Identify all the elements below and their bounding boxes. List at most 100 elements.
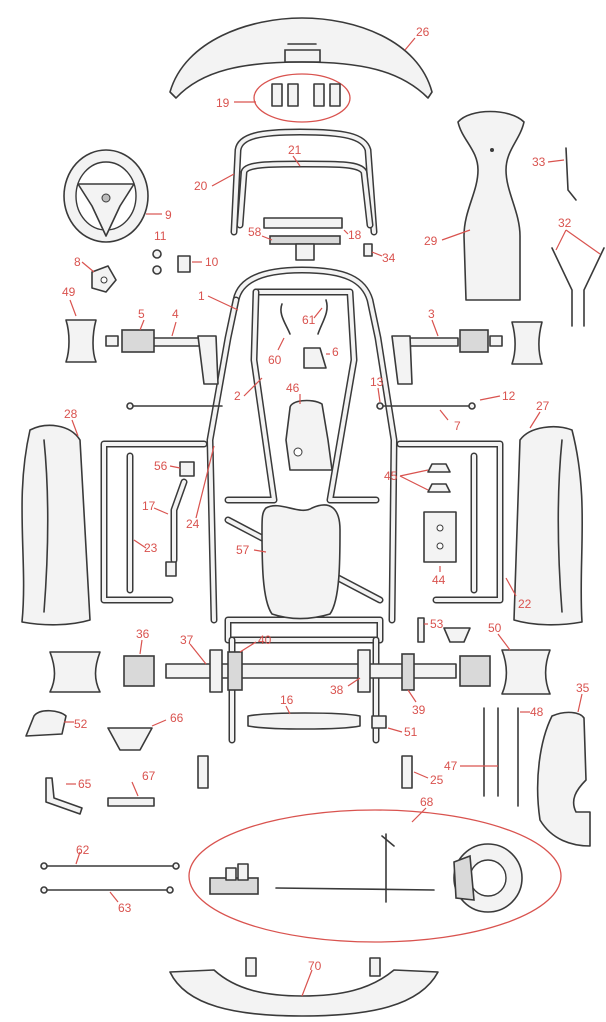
- leader-13: [377, 387, 381, 403]
- leader-23: [133, 539, 147, 549]
- callout-40: 40: [258, 633, 272, 647]
- callout-57: 57: [236, 543, 250, 557]
- leader-28: [71, 419, 79, 437]
- callout-51: 51: [404, 725, 418, 739]
- part-left-spindle: [151, 335, 219, 385]
- callout-32: 32: [558, 216, 572, 230]
- callout-39: 39: [412, 703, 426, 717]
- leader-20: [211, 173, 235, 187]
- callout-26: 26: [416, 25, 430, 39]
- part-stud-left: [197, 755, 209, 789]
- leader-5: [139, 319, 145, 331]
- callout-18: 18: [348, 228, 362, 242]
- callout-29: 29: [424, 234, 438, 248]
- leader-32b: [565, 229, 601, 255]
- part-bearing-center: [357, 649, 371, 693]
- leader-8: [81, 261, 95, 273]
- callout-52: 52: [74, 717, 88, 731]
- callout-58: 58: [248, 225, 262, 239]
- leader-58: [261, 235, 273, 241]
- callout-6: 6: [332, 345, 339, 359]
- leader-2: [243, 377, 263, 397]
- part-rear-wheel-right: [501, 649, 551, 695]
- part-seat: [457, 110, 525, 301]
- part-front-hub-right: [459, 329, 503, 353]
- leader-51: [387, 727, 403, 733]
- part-rear-bumper: [169, 957, 439, 1017]
- part-rear-corner-guard: [536, 711, 591, 847]
- callout-45: 45: [384, 469, 398, 483]
- callout-5: 5: [138, 307, 145, 321]
- leader-22: [505, 577, 517, 597]
- callout-62: 62: [76, 843, 90, 857]
- part-tie-rods: [126, 402, 476, 410]
- part-seat-shell: [261, 504, 341, 620]
- leader-17: [153, 507, 169, 515]
- leader-45b: [399, 475, 429, 491]
- part-master-cylinder: [209, 863, 259, 895]
- part-support-bar: [165, 478, 188, 577]
- part-front-wheel-left: [65, 319, 97, 363]
- callout-37: 37: [180, 633, 194, 647]
- leader-4: [171, 321, 177, 337]
- leader-26: [404, 37, 416, 51]
- part-steering-wheel: [63, 149, 149, 243]
- leader-63: [109, 891, 119, 903]
- callout-56: 56: [154, 459, 168, 473]
- part-axle-sprocket: [227, 651, 243, 691]
- leader-34: [371, 251, 383, 257]
- leader-62: [75, 851, 81, 865]
- callout-68: 68: [420, 795, 434, 809]
- callout-47: 47: [444, 759, 458, 773]
- leader-21: [292, 155, 301, 167]
- callout-20: 20: [194, 179, 208, 193]
- part-clip: [371, 715, 387, 729]
- leader-35: [577, 693, 583, 713]
- callout-70: 70: [308, 959, 322, 973]
- callout-11: 11: [154, 229, 167, 243]
- part-front-wheel-right: [511, 321, 543, 365]
- part-front-hub-left: [105, 329, 155, 353]
- leader-1: [207, 295, 239, 311]
- part-seat-stays: [551, 247, 605, 327]
- part-angle-bracket: [45, 777, 83, 815]
- callout-33: 33: [532, 155, 546, 169]
- part-front-bumper-tube: [230, 128, 378, 236]
- callout-13: 13: [370, 375, 384, 389]
- group-ring-19: [253, 73, 351, 123]
- part-rear-bar: [247, 712, 361, 730]
- leader-50: [497, 633, 511, 651]
- callout-38: 38: [330, 683, 344, 697]
- part-stud: [401, 755, 413, 789]
- part-brake-caliper-disc: [453, 843, 523, 913]
- part-main-frame: [206, 266, 398, 744]
- callout-46: 46: [286, 381, 300, 395]
- callout-12: 12: [502, 389, 516, 403]
- leader-27: [529, 411, 541, 429]
- part-column-plate: [303, 347, 327, 369]
- part-flat-bracket: [107, 797, 155, 807]
- part-rear-hub-right: [459, 655, 491, 687]
- callout-17: 17: [142, 499, 156, 513]
- part-clamp: [177, 255, 191, 273]
- leader-7: [439, 409, 449, 421]
- group-ring-68: [188, 809, 562, 943]
- leader-18: [343, 229, 349, 235]
- callout-3: 3: [428, 307, 435, 321]
- callout-4: 4: [172, 307, 179, 321]
- part-seat-rod: [565, 147, 577, 201]
- callout-66: 66: [170, 711, 184, 725]
- leader-60: [277, 337, 285, 351]
- part-right-nerf-bar: [396, 440, 504, 604]
- leader-3: [431, 319, 439, 337]
- part-brake-hub: [401, 653, 415, 691]
- leader-45a: [399, 469, 429, 477]
- callout-63: 63: [118, 901, 132, 915]
- callout-50: 50: [488, 621, 502, 635]
- part-left-nerf-bar: [100, 440, 208, 604]
- callout-8: 8: [74, 255, 81, 269]
- leader-29: [441, 229, 471, 241]
- part-cable-63: [40, 886, 174, 894]
- callout-60: 60: [268, 353, 282, 367]
